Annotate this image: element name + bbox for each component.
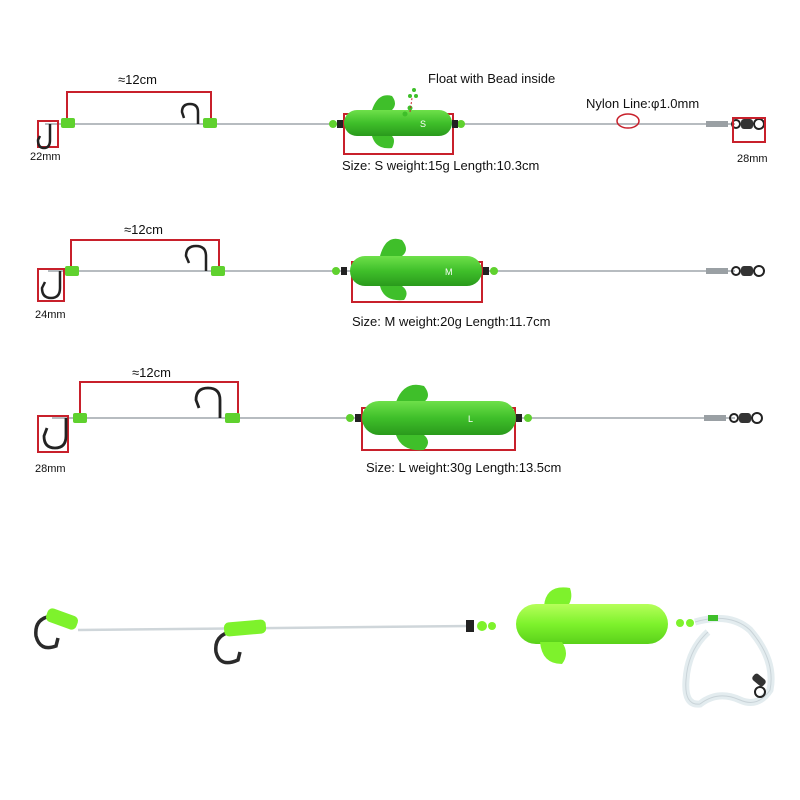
hook-size-label: 22mm <box>30 151 61 163</box>
bead-icon <box>329 120 337 128</box>
bead-icon <box>488 622 496 630</box>
stopper <box>341 267 347 275</box>
hook-span-label: ≈12cm <box>124 222 163 237</box>
popup-float-icon <box>372 136 394 149</box>
popup-float-icon <box>380 238 406 256</box>
bead-icon <box>686 619 694 627</box>
hook-sleeve <box>65 266 79 276</box>
nylon-highlight <box>616 113 640 129</box>
nylon-loop <box>682 614 775 708</box>
hook-sleeve <box>223 619 267 637</box>
hook-span-label: ≈12cm <box>132 365 171 380</box>
popup-float-icon <box>396 435 428 451</box>
popup-float-icon <box>344 110 452 136</box>
hook-sleeve <box>203 118 217 128</box>
bead-icon <box>676 619 684 627</box>
hook-span-label: ≈12cm <box>118 72 157 87</box>
rig-large: ≈12cm 28mm L Size: L weight:30g Length:1… <box>35 365 763 475</box>
fishing-hook-icon <box>36 124 52 150</box>
nylon-loop <box>685 617 772 705</box>
assembled-rig-photo <box>34 587 775 708</box>
hook-sleeve <box>211 266 225 276</box>
hook-sleeve <box>61 118 75 128</box>
bead-indicator <box>414 94 418 98</box>
popup-float-icon <box>516 604 668 644</box>
bead-indicator <box>402 111 408 117</box>
stopper <box>483 267 489 275</box>
fishing-hook-icon <box>42 418 68 450</box>
fishing-hook-icon <box>184 244 208 271</box>
fishing-hook-icon <box>40 271 62 300</box>
hook-span-bracket <box>66 91 212 120</box>
popup-float-icon <box>544 587 572 608</box>
bead-icon <box>457 120 465 128</box>
popup-float-icon <box>396 384 428 402</box>
barrel-swivel-icon <box>739 413 751 423</box>
hook-sleeve <box>225 413 240 423</box>
hook-span-bracket <box>79 381 239 414</box>
hook-sleeve <box>73 413 87 423</box>
barrel-swivel-icon <box>751 412 763 424</box>
swivel-size-label: 28mm <box>737 153 768 165</box>
spec-label: Size: S weight:15g Length:10.3cm <box>342 158 539 173</box>
bead-icon <box>490 267 498 275</box>
fishing-hook-icon <box>194 386 222 418</box>
hook-sleeve <box>708 615 718 621</box>
rig-medium: ≈12cm 24mm M Size: M weight:20g Length:1… <box>35 222 765 329</box>
main-line <box>77 624 471 632</box>
bead-icon <box>332 267 340 275</box>
barrel-swivel-icon <box>741 266 753 276</box>
nylon-note: Nylon Line:φ1.0mm <box>586 96 699 111</box>
barrel-swivel-icon <box>754 686 766 698</box>
spec-label: Size: L weight:30g Length:13.5cm <box>366 460 561 475</box>
barrel-swivel-icon <box>741 119 753 129</box>
crimp <box>706 268 728 274</box>
stopper <box>355 414 361 422</box>
bead-icon <box>346 414 354 422</box>
stopper <box>337 120 343 128</box>
hook-span-bracket <box>70 239 220 268</box>
popup-float-icon <box>372 95 395 110</box>
float-letter: L <box>468 414 473 424</box>
float-note: Float with Bead inside <box>428 71 555 86</box>
stopper <box>516 414 522 422</box>
bead-icon <box>524 414 532 422</box>
float-letter: S <box>420 119 426 129</box>
hook-size-box <box>37 268 65 302</box>
hook-size-label: 24mm <box>35 309 66 321</box>
bead-indicator <box>407 105 413 111</box>
bead-icon <box>477 621 487 631</box>
stopper <box>466 620 474 632</box>
swivel-size-box <box>732 117 766 143</box>
fishing-hook-icon <box>34 614 60 650</box>
barrel-swivel-icon <box>753 118 765 130</box>
float-letter: M <box>445 267 453 277</box>
stopper <box>452 120 458 128</box>
rig-small: ≈12cm 22mm S Float with Bead inside Size… <box>30 71 768 173</box>
fishing-hook-icon <box>214 630 242 665</box>
popup-float-icon <box>380 286 407 301</box>
bead-indicator <box>412 88 416 92</box>
hook-sleeve <box>45 608 79 630</box>
barrel-swivel-icon <box>753 265 765 277</box>
hook-size-box <box>37 415 69 453</box>
barrel-swivel-icon <box>729 413 739 423</box>
bead-indicator <box>408 94 412 98</box>
barrel-swivel-icon <box>731 266 741 276</box>
barrel-swivel-icon <box>752 673 766 687</box>
popup-float-icon <box>362 401 516 435</box>
crimp <box>704 415 726 421</box>
fishing-hook-icon <box>180 102 200 124</box>
hook-size-label: 28mm <box>35 463 66 475</box>
crimp <box>706 121 728 127</box>
popup-float-icon <box>350 256 482 286</box>
spec-label: Size: M weight:20g Length:11.7cm <box>352 314 551 329</box>
popup-float-icon <box>540 642 566 664</box>
